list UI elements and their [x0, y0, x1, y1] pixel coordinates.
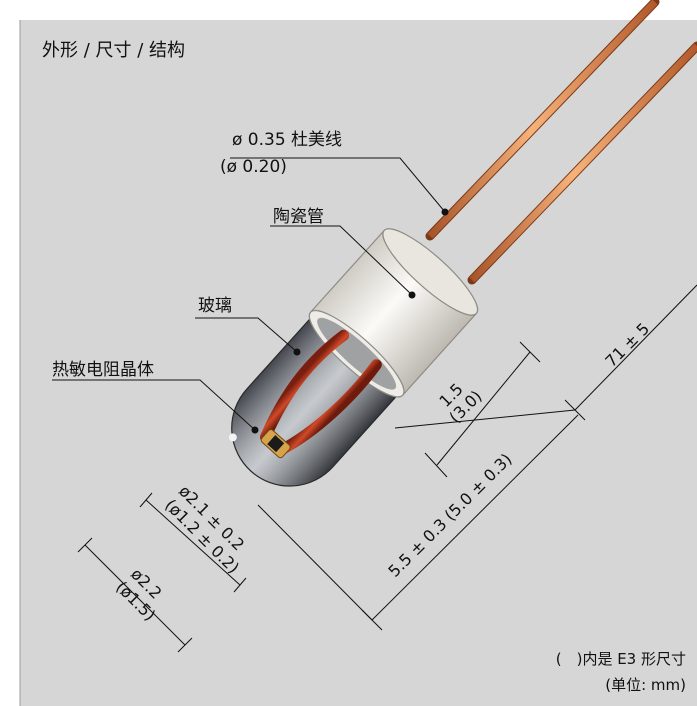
leader-lines — [52, 157, 449, 434]
wire-label-alt: (ø 0.20) — [220, 157, 287, 177]
lead-wires — [425, 0, 697, 285]
note-e3-dimensions: ( )内是 E3 形尺寸 — [556, 650, 686, 668]
note-units: (单位: mm) — [605, 676, 686, 694]
thermistor-crystal-label: 热敏电阻晶体 — [52, 360, 154, 380]
wire-label: ø 0.35 杜美线 — [232, 130, 342, 150]
thermistor-body — [228, 228, 479, 487]
dimension-lines — [77, 284, 697, 653]
diagram-title: 外形 / 尺寸 / 结构 — [42, 40, 185, 61]
glass-label: 玻璃 — [198, 296, 232, 316]
ceramic-tube-label: 陶瓷管 — [273, 207, 324, 227]
